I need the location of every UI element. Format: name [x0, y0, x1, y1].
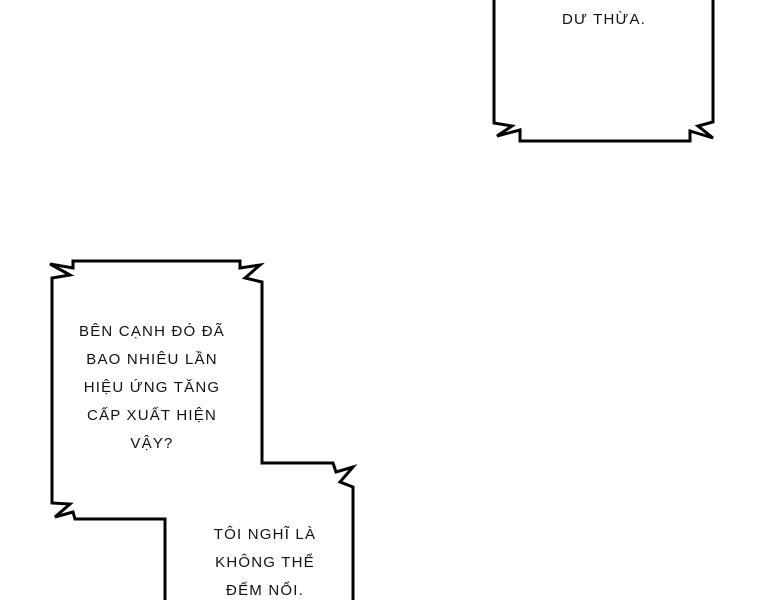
text-line: HIỆU ỨNG TĂNG [83, 379, 221, 396]
text-line: CẤP XUẤT HIỆN [86, 407, 218, 424]
speech-box-left [49, 259, 358, 600]
speech-text-1: DƯ THỪA. [524, 6, 684, 34]
speech-text-2: BÊN CẠNH ĐÓ ĐÃ BAO NHIÊU LẦN HIỆU ỨNG TĂ… [62, 318, 242, 458]
speech-text-3: TÔI NGHĨ LÀ KHÔNG THỂ ĐẾM NỔI. [185, 521, 345, 600]
text-line: VẬY? [130, 435, 174, 452]
text-line: DƯ THỪA. [561, 11, 647, 28]
text-line: KHÔNG THỂ [215, 554, 315, 571]
text-line: ĐẾM NỔI. [226, 582, 304, 599]
text-line: TÔI NGHĨ LÀ [213, 526, 317, 543]
text-line: BAO NHIÊU LẦN [86, 351, 218, 368]
text-line: BÊN CẠNH ĐÓ ĐÃ [79, 323, 225, 340]
speech-box-top-right [492, 0, 715, 143]
